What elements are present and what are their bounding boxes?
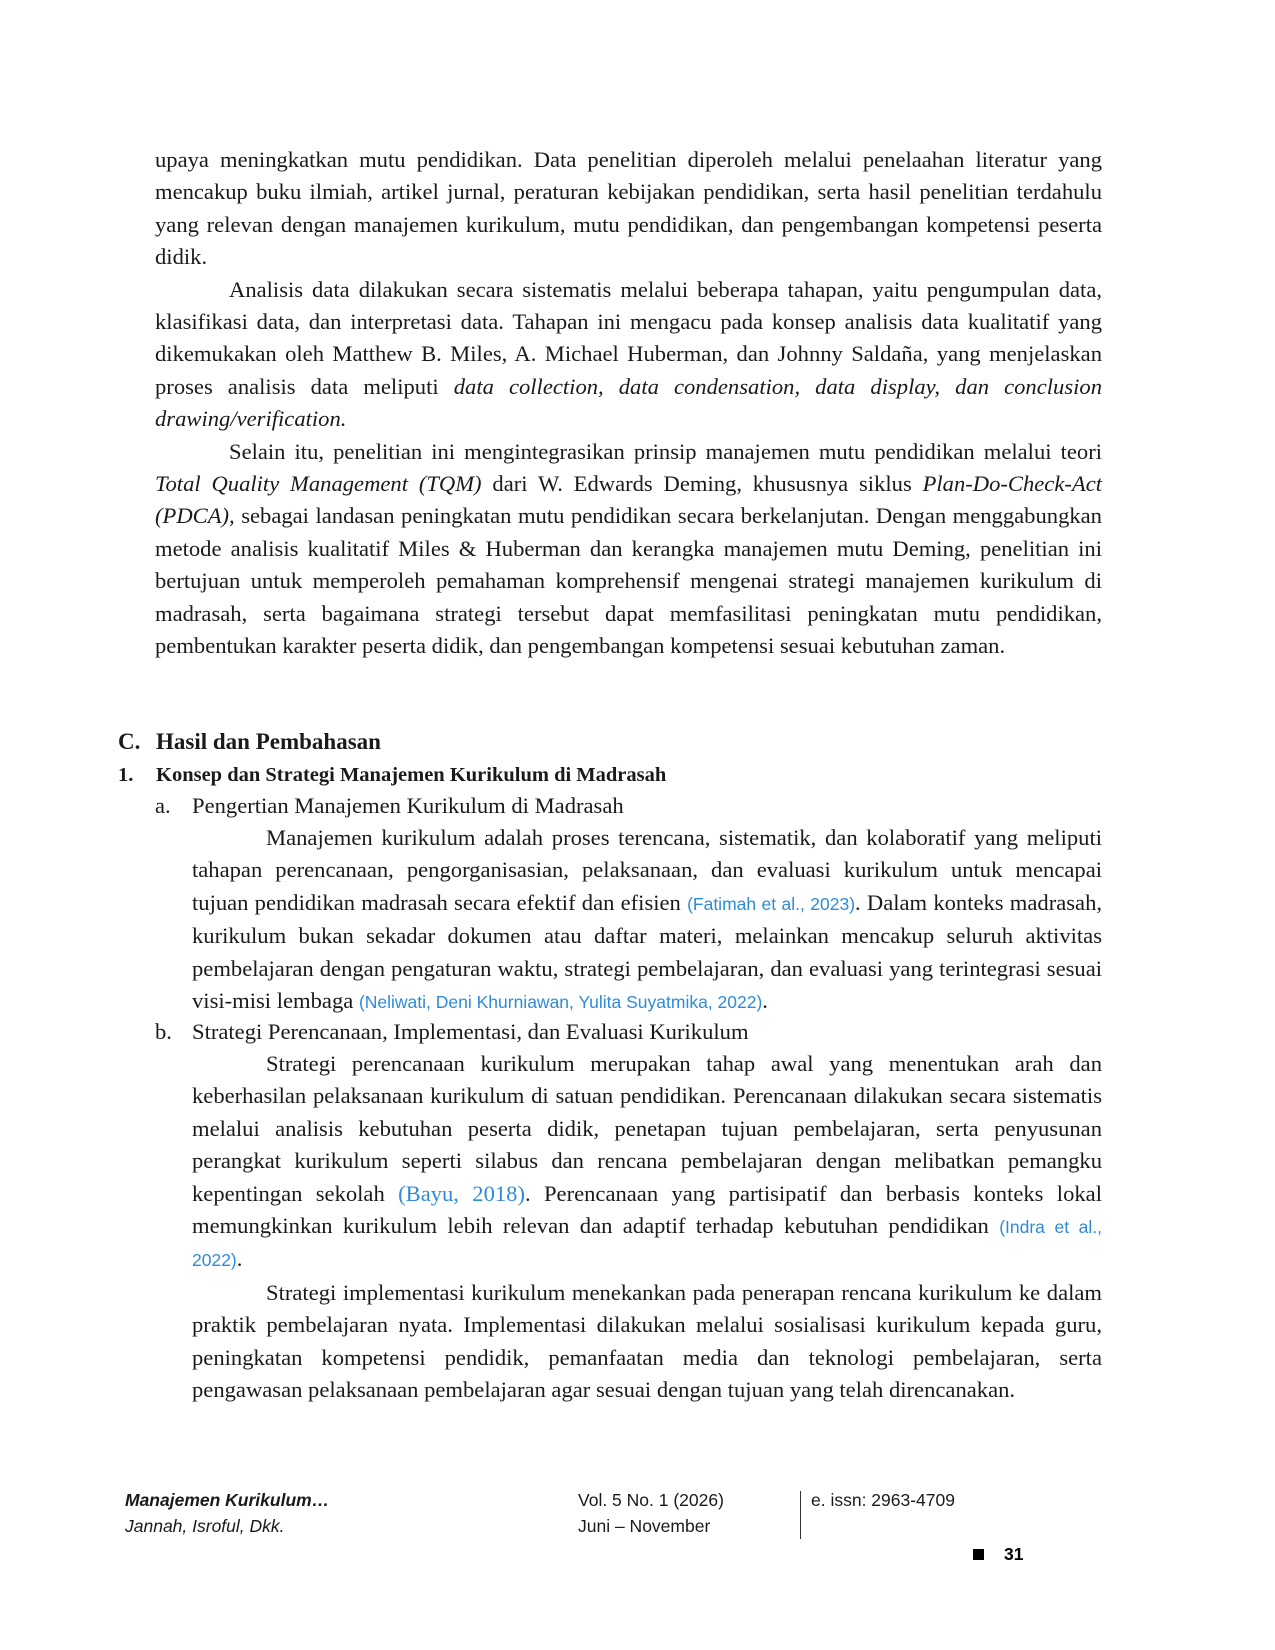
- footer-period: Juni – November: [578, 1516, 711, 1536]
- item-a-heading: a. Pengertian Manajemen Kurikulum di Madr…: [155, 790, 624, 822]
- section-number: C.: [118, 729, 141, 754]
- tqm-term: Total Quality Management (TQM): [155, 471, 482, 497]
- item-b-heading: b. Strategi Perencanaan, Implementasi, da…: [155, 1016, 749, 1048]
- page-number: 31: [1004, 1544, 1024, 1564]
- method-text-block: upaya meningkatkan mutu pendidikan. Data…: [155, 144, 1102, 663]
- subsection-heading: 1. Konsep dan Strategi Manajemen Kurikulu…: [118, 760, 666, 790]
- paragraph-analysis: Analisis data dilakukan secara sistemati…: [155, 276, 1102, 432]
- item-a-label: a.: [155, 793, 171, 818]
- footer-right: e. issn: 2963-4709: [811, 1487, 955, 1513]
- footer-issn: e. issn: 2963-4709: [811, 1490, 955, 1510]
- footer-volume: Vol. 5 No. 1 (2026): [578, 1490, 724, 1510]
- square-bullet-icon: [973, 1549, 984, 1560]
- section-heading: C. Hasil dan Pembahasan: [118, 727, 381, 757]
- item-a-title: Pengertian Manajemen Kurikulum di Madras…: [192, 793, 624, 818]
- citation-link[interactable]: (Fatimah et al., 2023): [687, 893, 856, 914]
- paragraph-tqm: Selain itu, penelitian ini mengintegrasi…: [155, 438, 1102, 659]
- paragraph-implementation-strategy: Strategi implementasi kurikulum menekank…: [192, 1279, 1102, 1403]
- footer-article-title: Manajemen Kurikulum…: [125, 1490, 330, 1510]
- item-a-body: Manajemen kurikulum adalah proses terenc…: [192, 822, 1102, 1018]
- footer-middle: Vol. 5 No. 1 (2026) Juni – November: [578, 1487, 724, 1539]
- paragraph-data-sources: upaya meningkatkan mutu pendidikan. Data…: [155, 147, 1102, 270]
- subsection-title: Konsep dan Strategi Manajemen Kurikulum …: [156, 764, 667, 786]
- footer-authors: Jannah, Isroful, Dkk.: [125, 1516, 285, 1536]
- citation-link[interactable]: (Bayu, 2018): [398, 1180, 525, 1206]
- section-title: Hasil dan Pembahasan: [156, 729, 381, 754]
- citation-link[interactable]: (Neliwati, Deni Khurniawan, Yulita Suyat…: [358, 992, 763, 1013]
- paragraph-planning-strategy: Strategi perencanaan kurikulum merupakan…: [192, 1051, 1102, 1272]
- paragraph-curriculum-definition: Manajemen kurikulum adalah proses terenc…: [192, 825, 1103, 1014]
- item-b-title: Strategi Perencanaan, Implementasi, dan …: [192, 1019, 749, 1044]
- item-b-body: Strategi perencanaan kurikulum merupakan…: [192, 1048, 1102, 1406]
- footer-left: Manajemen Kurikulum… Jannah, Isroful, Dk…: [125, 1487, 329, 1539]
- item-b-label: b.: [155, 1019, 172, 1044]
- subsection-number: 1.: [118, 764, 134, 786]
- analysis-steps-italic: data collection, data condensation, data…: [155, 373, 1102, 432]
- footer-divider: [800, 1491, 801, 1539]
- citation-link[interactable]: (Indra et al., 2022): [192, 1217, 1102, 1271]
- pdca-term: Plan-Do-Check-Act (PDCA),: [155, 471, 1102, 529]
